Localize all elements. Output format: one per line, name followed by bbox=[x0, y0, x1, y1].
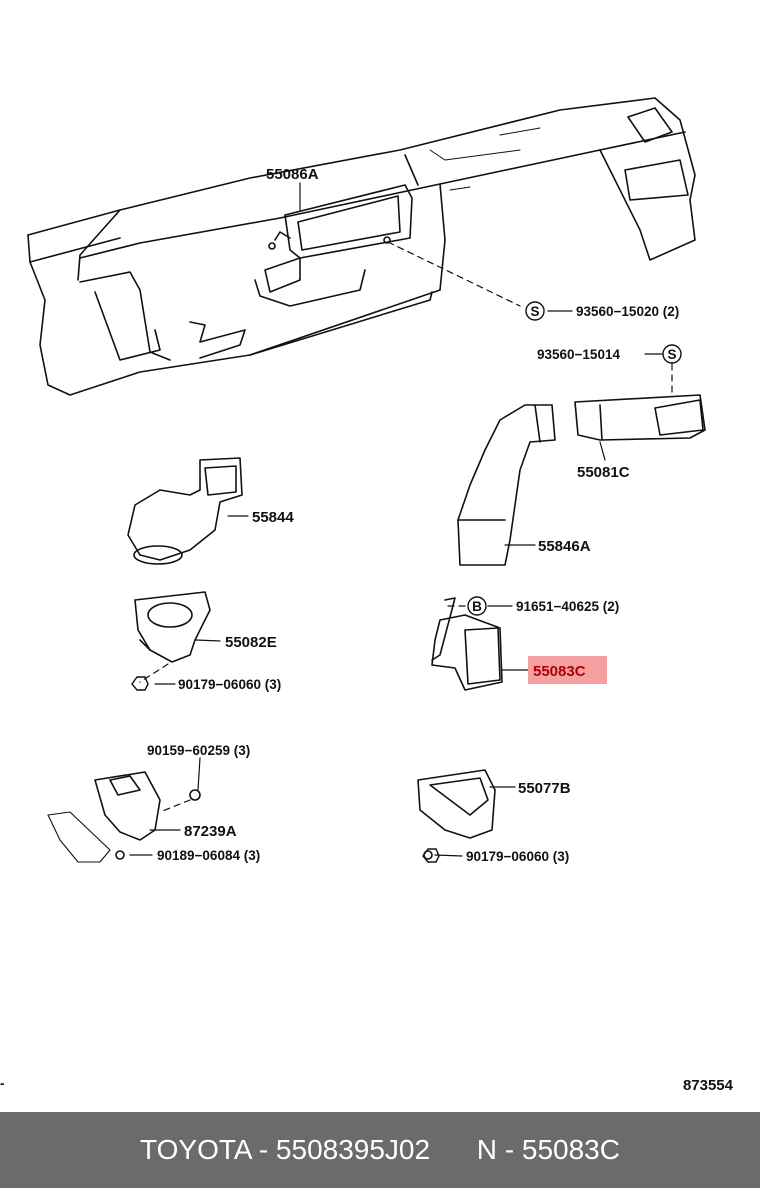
bracket-55082E-drawing bbox=[134, 591, 211, 663]
diagram-id: 873554 bbox=[683, 1077, 734, 1094]
label-90189-06084[interactable]: 90189−06084 (3) bbox=[157, 848, 260, 863]
label-91651-40625[interactable]: 91651−40625 (2) bbox=[516, 599, 619, 614]
duct-55086A-drawing bbox=[254, 184, 413, 307]
label-90179-06060-a[interactable]: 90179−06060 (3) bbox=[178, 677, 281, 692]
leader-lines bbox=[129, 182, 663, 857]
duct-55083C-drawing bbox=[431, 597, 503, 691]
marker-b-1: B bbox=[467, 596, 487, 616]
label-55083C[interactable]: 55083C bbox=[533, 663, 586, 680]
label-55077B[interactable]: 55077B bbox=[518, 780, 571, 797]
svg-text:S: S bbox=[667, 347, 676, 362]
duct-55081C-drawing bbox=[574, 394, 706, 441]
duct-55844-drawing bbox=[127, 457, 243, 565]
nut-icon bbox=[422, 848, 440, 863]
bracket-55077B-drawing bbox=[417, 769, 496, 860]
label-93560-15020[interactable]: 93560−15020 (2) bbox=[576, 304, 679, 319]
label-55081C[interactable]: 55081C bbox=[577, 464, 630, 481]
svg-text:S: S bbox=[530, 304, 539, 319]
panel-87239A-drawing bbox=[47, 771, 201, 863]
label-55846A[interactable]: 55846A bbox=[538, 538, 591, 555]
page-marker: - bbox=[0, 1076, 5, 1091]
fasteners bbox=[131, 676, 440, 863]
nut-icon bbox=[131, 676, 149, 691]
svg-text:B: B bbox=[472, 599, 482, 614]
parts-diagram: S S B 55086A 93560−15020 (2) 93560−15014… bbox=[0, 97, 734, 1094]
duct-55846A-drawing bbox=[457, 404, 556, 566]
footer-part-number: TOYOTA - 5508395J02 bbox=[140, 1134, 431, 1165]
label-55086A[interactable]: 55086A bbox=[266, 166, 319, 183]
label-90159-60259[interactable]: 90159−60259 (3) bbox=[147, 743, 250, 758]
footer-bar: TOYOTA - 5508395J02 N - 55083C bbox=[0, 1112, 760, 1188]
label-93560-15014[interactable]: 93560−15014 bbox=[537, 347, 620, 362]
highlight-box bbox=[528, 656, 607, 684]
marker-s-1: S bbox=[525, 301, 545, 321]
marker-s-2: S bbox=[662, 344, 682, 364]
dashed-leader-lines bbox=[139, 241, 673, 813]
label-55082E[interactable]: 55082E bbox=[225, 634, 277, 651]
label-87239A[interactable]: 87239A bbox=[184, 823, 237, 840]
label-55844[interactable]: 55844 bbox=[252, 509, 294, 526]
footer-part-code: N - 55083C bbox=[476, 1134, 620, 1165]
dashboard-panel-drawing bbox=[27, 97, 696, 396]
label-90179-06060-b[interactable]: 90179−06060 (3) bbox=[466, 849, 569, 864]
footer-spacer bbox=[430, 1134, 477, 1166]
